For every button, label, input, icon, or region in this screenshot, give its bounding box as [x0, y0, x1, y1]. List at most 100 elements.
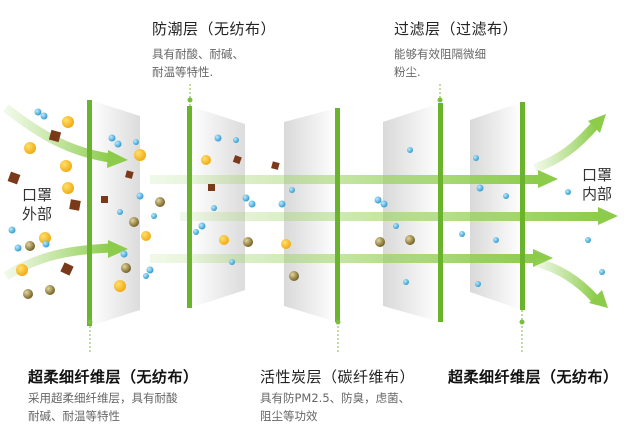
- blue-particle: [380, 200, 388, 208]
- zone-outside-line-2: 外部: [22, 205, 53, 223]
- yellow-particle: [134, 149, 146, 161]
- brown-particle: [101, 196, 108, 203]
- olive-particle: [155, 197, 165, 207]
- olive-particle: [25, 241, 35, 251]
- blue-particles: [8, 108, 605, 287]
- blue-particle: [407, 147, 413, 153]
- blue-particle: [198, 222, 206, 230]
- leader-dot-4: [437, 97, 443, 103]
- layer-3-desc: 具有防PM2.5、防臭，虑菌、 阻尘等功效: [260, 389, 415, 425]
- brown-particle: [69, 199, 81, 211]
- arrow-main-1-head: [538, 170, 558, 188]
- arrow-top-in-head: [107, 150, 128, 168]
- blue-particle: [34, 108, 42, 116]
- yellow-particle: [201, 155, 211, 165]
- brown-particle: [48, 129, 62, 143]
- arrow-out-down: [533, 257, 600, 304]
- yellow-particle: [219, 235, 229, 245]
- brown-particle: [271, 161, 280, 170]
- layer-2-callout: 防潮层（无纺布） 具有耐酸、耐碱、 耐温等特性.: [152, 18, 276, 81]
- blue-particle: [42, 240, 50, 248]
- olive-particle: [23, 289, 33, 299]
- flow-arrows: [3, 104, 618, 308]
- blue-particle: [565, 189, 571, 195]
- sheet-1: [90, 100, 140, 326]
- layer-4-title: 过滤层（过滤布）: [394, 20, 519, 38]
- yellow-particle: [62, 182, 74, 194]
- olive-particle: [289, 271, 299, 281]
- blue-particle: [211, 205, 217, 211]
- blue-particle: [585, 237, 591, 243]
- layer-lines: [87, 100, 525, 326]
- arrow-main-2-shaft: [180, 212, 600, 221]
- sheet-5: [470, 102, 522, 310]
- yellow-particle: [114, 280, 126, 292]
- blue-particle: [248, 200, 256, 208]
- blue-particle: [374, 196, 382, 204]
- brown-particle: [7, 171, 21, 185]
- olive-particle: [405, 235, 415, 245]
- blue-particle: [143, 273, 149, 279]
- blue-particle: [476, 184, 484, 192]
- yellow-particle: [281, 239, 291, 249]
- blue-particle: [151, 213, 157, 219]
- layer-4-callout: 过滤层（过滤布） 能够有效阻隔微细 粉尘.: [394, 18, 518, 81]
- layer-4-desc-line-1: 能够有效阻隔微细: [394, 47, 486, 61]
- zone-inside-label: 口罩 内部: [582, 166, 612, 204]
- layer-1-callout: 超柔细纤维层（无纺布） 采用超柔细纤维层，具有耐酸 耐碱、耐温等特性: [28, 366, 199, 425]
- brown-particle: [125, 170, 134, 179]
- layer-line-5: [520, 102, 525, 310]
- blue-particle: [136, 192, 144, 200]
- layer-4-desc-line-2: 粉尘.: [394, 65, 421, 79]
- arrow-out-up-head: [588, 114, 606, 133]
- blue-particle: [214, 134, 222, 142]
- blue-particle: [493, 237, 499, 243]
- yellow-particle: [39, 232, 51, 244]
- layer-line-1: [87, 100, 92, 326]
- blue-particle: [133, 139, 139, 145]
- arrow-main-1-shaft: [150, 175, 540, 184]
- yellow-particle: [60, 160, 72, 172]
- yellow-particle: [16, 264, 28, 276]
- layer-line-4: [438, 103, 443, 322]
- blue-particle: [114, 140, 122, 148]
- blue-particle: [473, 155, 479, 161]
- blue-particle: [289, 187, 295, 193]
- leader-dots: [87, 97, 525, 325]
- blue-particle: [233, 137, 239, 143]
- leader-lines: [89, 84, 523, 352]
- blue-particle: [278, 200, 286, 208]
- layer-1-desc-line-2: 耐碱、耐温等特性: [28, 409, 120, 423]
- olive-particles: [23, 197, 415, 299]
- layer-2-title: 防潮层（无纺布）: [152, 20, 277, 38]
- blue-particle: [193, 229, 199, 235]
- blue-particle: [599, 269, 605, 275]
- olive-particle: [243, 237, 253, 247]
- layer-2-desc-line-2: 耐温等特性.: [152, 65, 214, 79]
- blue-particle: [229, 259, 235, 265]
- layer-2-desc-line-1: 具有耐酸、耐碱、: [152, 47, 244, 61]
- zone-outside-line-1: 口罩: [22, 186, 53, 204]
- zone-inside-line-2: 内部: [582, 185, 613, 203]
- layer-line-3: [335, 108, 340, 322]
- zone-outside-label: 口罩 外部: [22, 186, 52, 224]
- blue-particle: [393, 223, 399, 229]
- blue-particle: [503, 193, 509, 199]
- zone-inside-line-1: 口罩: [582, 166, 613, 184]
- layer-5-callout: 超柔细纤维层（无纺布）: [448, 366, 619, 387]
- olive-particle: [375, 237, 385, 247]
- brown-particle: [60, 262, 74, 276]
- blue-particle: [14, 244, 22, 252]
- blue-particle: [117, 209, 123, 215]
- blue-particle: [40, 112, 48, 120]
- layer-3-desc-line-1: 具有防PM2.5、防臭，虑菌、: [260, 391, 411, 405]
- yellow-particle: [141, 231, 151, 241]
- blue-particle: [108, 134, 116, 142]
- arrow-bottom-in-head: [108, 240, 128, 258]
- leader-dot-1: [87, 319, 93, 325]
- layer-2-desc: 具有耐酸、耐碱、 耐温等特性.: [152, 45, 276, 81]
- layer-1-title: 超柔细纤维层（无纺布）: [28, 368, 199, 386]
- arrow-out-down-head: [589, 290, 608, 308]
- blue-particle: [459, 231, 465, 237]
